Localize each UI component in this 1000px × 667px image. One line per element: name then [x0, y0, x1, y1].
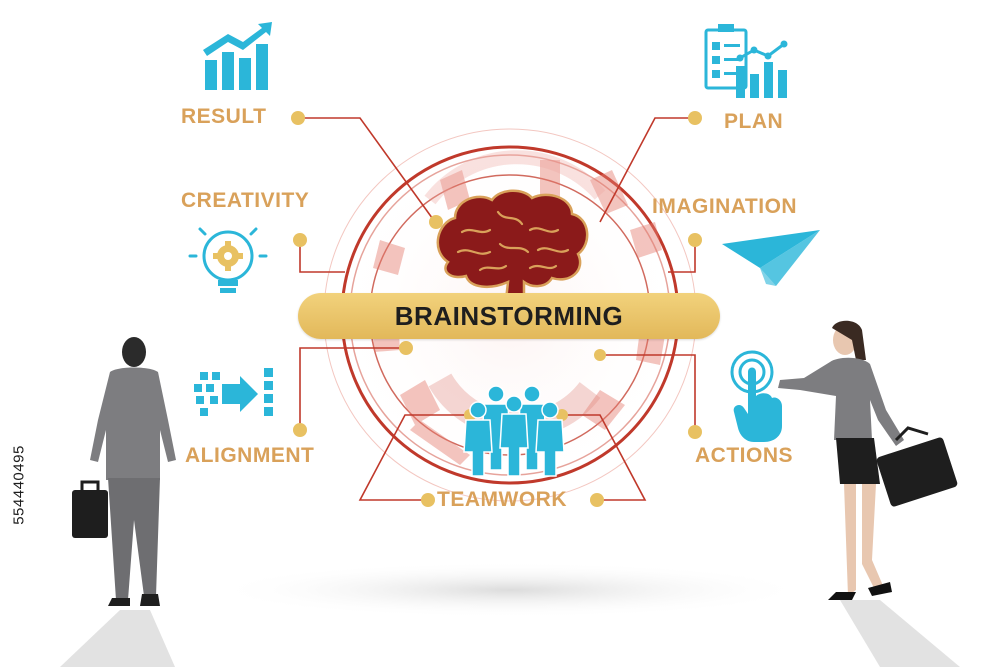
connector-lines — [299, 117, 696, 501]
lightbulb-gear-icon — [188, 227, 268, 293]
stock-image-id-text: 554440495 — [10, 445, 28, 525]
businesswoman-figure — [778, 320, 958, 600]
woman-shadow — [840, 600, 960, 667]
label-alignment: ALIGNMENT — [185, 444, 315, 467]
touch-hand-icon — [730, 350, 782, 442]
walker-shadow — [60, 610, 175, 667]
label-creativity: CREATIVITY — [181, 189, 310, 212]
paper-plane-icon — [722, 230, 820, 286]
pixel-arrow-icon — [194, 368, 273, 416]
businessman-figure — [72, 337, 176, 606]
label-plan: PLAN — [724, 110, 784, 133]
checklist-chart-icon — [704, 24, 788, 98]
brainstorming-banner: BRAINSTORMING — [298, 293, 720, 339]
brain-icon — [436, 189, 589, 302]
brainstorming-title: BRAINSTORMING — [394, 301, 624, 331]
label-result: RESULT — [181, 105, 267, 128]
bar-chart-growth-icon — [203, 22, 272, 90]
label-imagination: IMAGINATION — [652, 195, 798, 218]
team-people-icon — [463, 385, 565, 477]
floor-shadow — [210, 562, 810, 618]
stock-image-id: 554440495 — [4, 420, 34, 550]
connector-dots — [291, 111, 702, 507]
label-actions: ACTIONS — [695, 444, 793, 467]
label-teamwork: TEAMWORK — [437, 488, 567, 511]
